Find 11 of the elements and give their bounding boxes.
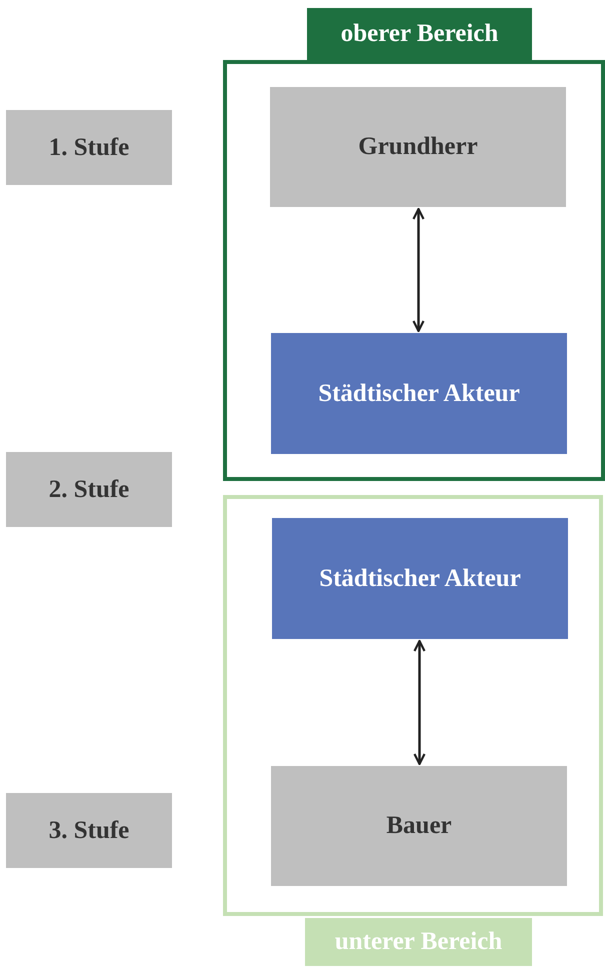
area-tab: unterer Bereich: [305, 918, 532, 966]
role-box: Bauer: [271, 766, 567, 886]
area-tab: oberer Bereich: [307, 8, 532, 60]
level-box: 2. Stufe: [6, 452, 172, 527]
role-box: Städtischer Akteur: [271, 333, 567, 454]
double-arrow: [412, 208, 425, 332]
double-arrow: [413, 640, 426, 766]
role-box: Grundherr: [270, 87, 566, 207]
level-box: 3. Stufe: [6, 793, 172, 868]
level-box: 1. Stufe: [6, 110, 172, 185]
role-box: Städtischer Akteur: [272, 518, 568, 639]
